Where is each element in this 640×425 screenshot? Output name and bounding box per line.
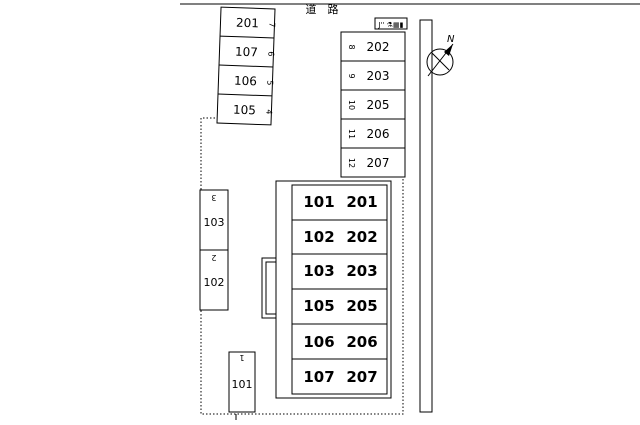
parking-space-number: 10 [347, 100, 356, 110]
parking-space-unit: 201 [236, 16, 259, 31]
parking-space-unit: 202 [367, 40, 390, 54]
parking-space-unit: 105 [233, 103, 256, 118]
parking-space-number: 5 [265, 80, 274, 85]
parking-space-number: 11 [347, 129, 356, 139]
vending-label: J'' ⚗▦▮ [378, 21, 404, 29]
parking-space-unit: 205 [367, 98, 390, 112]
parking-space-number: 3 [211, 193, 216, 202]
building-unit-first-floor: 107 [303, 368, 334, 386]
parking-space-unit: 207 [367, 156, 390, 170]
building-unit-second-floor: 202 [346, 228, 377, 246]
building-unit-first-floor: 101 [303, 193, 334, 211]
parking-top-group: 201 7 107 6 106 5 105 4 [216, 6, 277, 126]
building-unit-second-floor: 206 [346, 333, 377, 351]
building-entrance [261, 257, 278, 319]
building-unit-second-floor: 203 [346, 262, 377, 280]
parking-left-group: 3 103 2 102 [199, 189, 229, 311]
parking-space-unit: 203 [367, 69, 390, 83]
parking-space-number: 8 [347, 44, 356, 49]
parking-space-number: 4 [264, 109, 273, 114]
building-unit-first-floor: 106 [303, 333, 334, 351]
building-unit-second-floor: 205 [346, 297, 377, 315]
parking-space-unit: 107 [235, 45, 258, 60]
parking-space-number: 7 [267, 22, 276, 27]
east-fence [419, 19, 433, 413]
parking-space-unit: 101 [232, 378, 253, 391]
parking-space-number: 12 [347, 158, 356, 168]
parking-space-unit: 206 [367, 127, 390, 141]
parking-space-unit: 106 [234, 74, 257, 89]
building-unit-first-floor: 105 [303, 297, 334, 315]
parking-space-number: 1 [239, 353, 244, 362]
parking-space-unit: 102 [204, 276, 225, 289]
parking-space-unit: 103 [204, 216, 225, 229]
parking-space-number: 6 [266, 51, 275, 56]
north-compass: N [426, 34, 455, 77]
road-label: 道 路 [306, 2, 339, 16]
north-label: N [447, 34, 455, 45]
vending-box [374, 17, 408, 30]
parking-bottom-outline [228, 351, 256, 413]
parking-space-number: 9 [347, 73, 356, 78]
parking-right-outline [340, 31, 406, 178]
building-unit-first-floor: 103 [303, 262, 334, 280]
parking-space-number: 2 [211, 253, 216, 262]
building-unit-second-floor: 201 [346, 193, 377, 211]
main-building: 101 201 102 202 103 203 105 205 106 206 … [261, 180, 392, 399]
building-unit-second-floor: 207 [346, 368, 377, 386]
building-unit-first-floor: 102 [303, 228, 334, 246]
parking-right-group: 8 202 9 203 10 205 11 206 12 207 [340, 31, 406, 178]
